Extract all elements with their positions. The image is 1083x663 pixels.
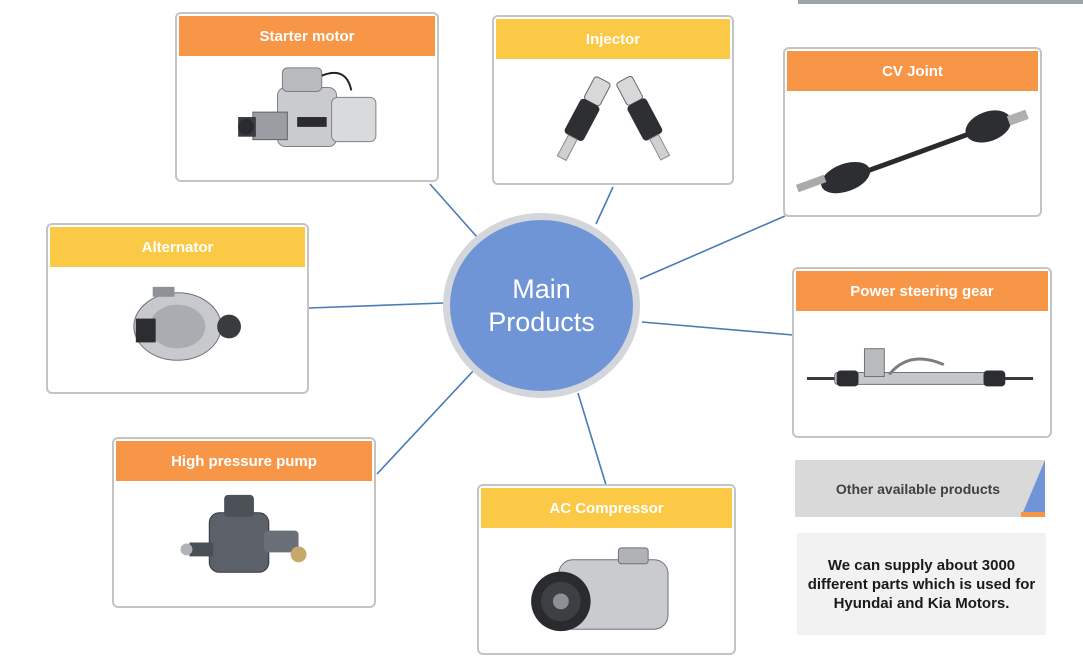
connector-injector — [595, 186, 614, 225]
hub-label-line2: Products — [488, 306, 595, 337]
product-title: AC Compressor — [481, 488, 732, 528]
corner-triangle-icon — [1021, 460, 1045, 517]
product-title: CV Joint — [787, 51, 1038, 91]
pump-gearbox-icon — [114, 483, 374, 606]
product-card-cv-joint: CV Joint — [783, 47, 1042, 217]
connector-high-pressure-pump — [376, 368, 476, 475]
hub-label-line1: Main — [512, 273, 571, 304]
product-title: Alternator — [50, 227, 305, 267]
connector-alternator — [308, 302, 445, 309]
product-card-ac-compressor: AC Compressor — [477, 484, 736, 655]
product-card-injector: Injector — [492, 15, 734, 185]
connector-cv-joint — [639, 215, 786, 280]
injector-icon — [494, 61, 732, 183]
cv-joint-icon — [785, 93, 1040, 215]
starter-motor-icon — [177, 58, 437, 180]
product-card-power-steering-gear: Power steering gear — [792, 267, 1052, 438]
product-title: Injector — [496, 19, 730, 59]
product-title: High pressure pump — [116, 441, 372, 481]
ac-compressor-icon — [479, 530, 734, 653]
connector-power-steering-gear — [641, 321, 794, 336]
supply-info-box: We can supply about 3000 different parts… — [797, 533, 1046, 635]
other-products-banner: Other available products — [795, 460, 1045, 517]
alternator-icon — [48, 269, 307, 392]
top-accent-bar — [798, 0, 1083, 4]
supply-info-text: We can supply about 3000 different parts… — [807, 556, 1036, 612]
connector-ac-compressor — [577, 392, 607, 486]
product-card-alternator: Alternator — [46, 223, 309, 394]
product-card-high-pressure-pump: High pressure pump — [112, 437, 376, 608]
product-title: Starter motor — [179, 16, 435, 56]
connector-starter-motor — [429, 183, 478, 238]
product-title: Power steering gear — [796, 271, 1048, 311]
other-products-label: Other available products — [835, 480, 1001, 497]
steering-rack-icon — [794, 313, 1050, 436]
main-products-hub: Main Products — [443, 213, 640, 398]
product-card-starter-motor: Starter motor — [175, 12, 439, 182]
